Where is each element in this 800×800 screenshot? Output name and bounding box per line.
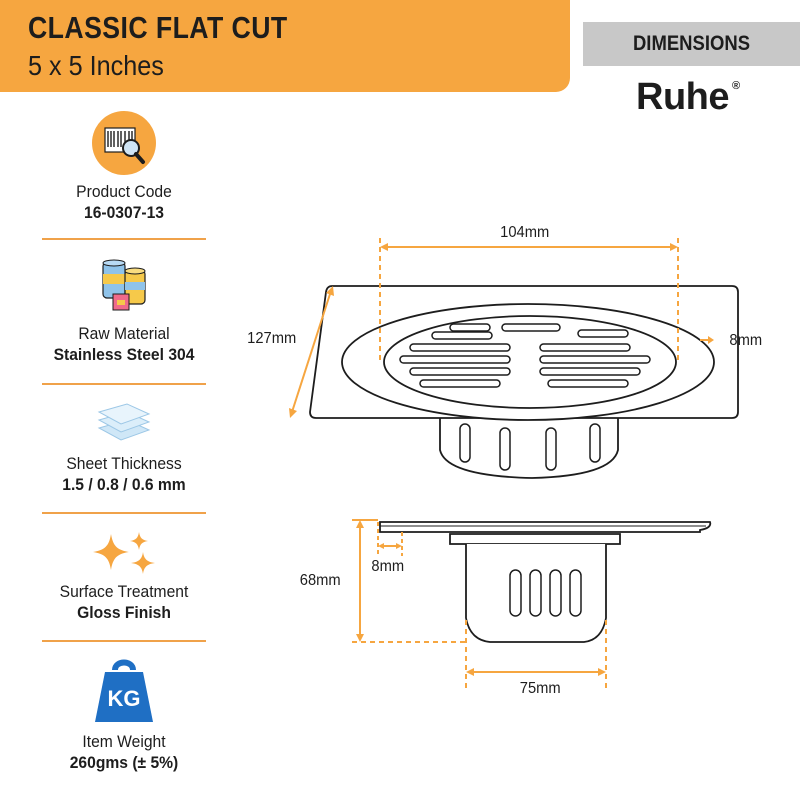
product-title: CLASSIC FLAT CUT	[28, 10, 288, 45]
spec-surface-treatment: Surface Treatment Gloss Finish	[42, 530, 206, 624]
product-size: 5 x 5 Inches	[28, 50, 164, 81]
dimension-lines	[289, 238, 714, 690]
spec-label: Raw Material	[78, 324, 170, 343]
barcode-magnifier-icon	[92, 111, 156, 175]
header-banner: CLASSIC FLAT CUT 5 x 5 Inches	[0, 0, 570, 92]
weight-icon-text: KG	[108, 686, 141, 711]
dimensions-label: DIMENSIONS	[632, 32, 751, 55]
divider	[42, 238, 206, 240]
dim-body-width: 75mm	[519, 680, 561, 697]
spec-value: 16-0307-13	[83, 203, 165, 222]
dim-height: 68mm	[299, 572, 341, 589]
brand-logo: Ruhe ®	[636, 76, 740, 119]
sparkle-icon	[93, 532, 155, 574]
brand-registered-mark: ®	[732, 80, 740, 92]
dim-rim-side: 8mm	[371, 558, 405, 575]
dim-diagonal: 127mm	[247, 330, 297, 347]
spec-label: Surface Treatment	[59, 582, 189, 601]
brand-name: Ruhe	[636, 76, 730, 118]
divider	[42, 640, 206, 642]
divider	[42, 512, 206, 514]
material-cans-icon	[102, 259, 146, 311]
spec-raw-material: Raw Material Stainless Steel 304	[42, 256, 206, 366]
kg-weight-icon: KG	[95, 659, 153, 722]
dimensions-banner: DIMENSIONS	[583, 22, 800, 66]
spec-item-weight: KG Item Weight 260gms (± 5%)	[42, 656, 206, 774]
spec-value: 1.5 / 0.8 / 0.6 mm	[62, 475, 186, 494]
divider	[42, 383, 206, 385]
spec-label: Sheet Thickness	[66, 454, 182, 473]
side-view-drawing	[379, 521, 712, 643]
spec-value: 260gms (± 5%)	[69, 753, 179, 772]
spec-label: Item Weight	[82, 732, 166, 751]
dim-rim-top: 8mm	[729, 332, 763, 349]
dim-top-width: 104mm	[500, 224, 550, 241]
spec-value: Gloss Finish	[77, 603, 171, 622]
spec-label: Product Code	[76, 182, 172, 201]
spec-product-code: Product Code 16-0307-13	[42, 110, 206, 224]
stacked-sheets-icon	[97, 403, 151, 441]
spec-value: Stainless Steel 304	[53, 345, 195, 364]
spec-sheet-thickness: Sheet Thickness 1.5 / 0.8 / 0.6 mm	[42, 400, 206, 496]
top-view-drawing	[309, 285, 739, 479]
